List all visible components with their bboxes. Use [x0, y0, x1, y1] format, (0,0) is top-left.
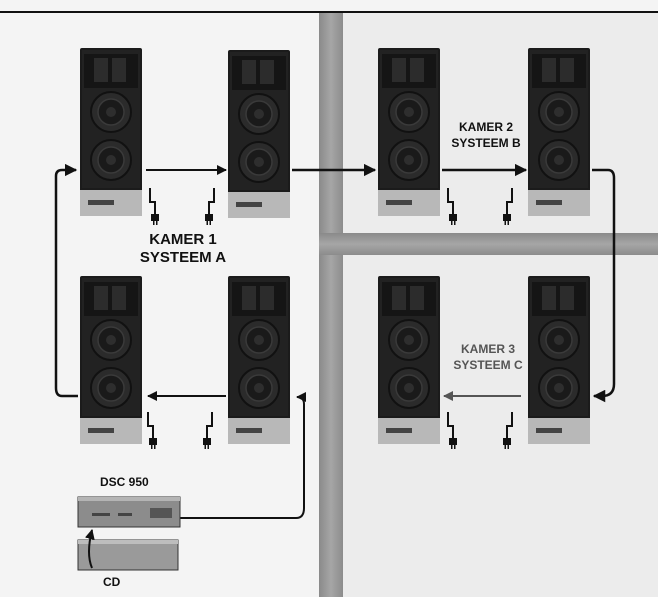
- cd-player: [77, 539, 179, 571]
- speaker-kamer3-left: [377, 275, 441, 445]
- speaker-kamer1-rear-right: [227, 275, 291, 445]
- speaker-kamer1-rear-left: [79, 275, 143, 445]
- label-kamer2-room: KAMER 2: [458, 120, 513, 134]
- label-kamer3-system: SYSTEEM C: [453, 358, 523, 372]
- dsc950-device: [77, 496, 181, 528]
- wire-to-kamer3: [592, 168, 616, 403]
- wire-dsc-to-speaker: [180, 392, 307, 519]
- label-kamer1-room: KAMER 1: [149, 231, 217, 248]
- speaker-kamer1-front-right: [227, 49, 291, 219]
- label-kamer2-system: SYSTEEM B: [451, 136, 521, 150]
- horizontal-wall: [319, 233, 658, 255]
- label-dsc950: DSC 950: [100, 475, 149, 489]
- label-kamer3-room: KAMER 3: [460, 342, 515, 356]
- speaker-kamer2-right: [527, 47, 591, 217]
- label-kamer3: KAMER 3 SYSTEEM C: [438, 341, 538, 373]
- label-kamer1: KAMER 1 SYSTEEM A: [118, 231, 248, 267]
- vertical-wall: [319, 12, 343, 597]
- wire-cd-to-dsc: [84, 529, 95, 569]
- label-kamer2: KAMER 2 SYSTEEM B: [438, 119, 534, 151]
- wire-kamer1-return: [54, 163, 78, 398]
- speaker-kamer2-left: [377, 47, 441, 217]
- speaker-kamer1-front-left: [79, 47, 143, 217]
- label-kamer1-system: SYSTEEM A: [139, 249, 227, 266]
- label-cd: CD: [103, 575, 121, 589]
